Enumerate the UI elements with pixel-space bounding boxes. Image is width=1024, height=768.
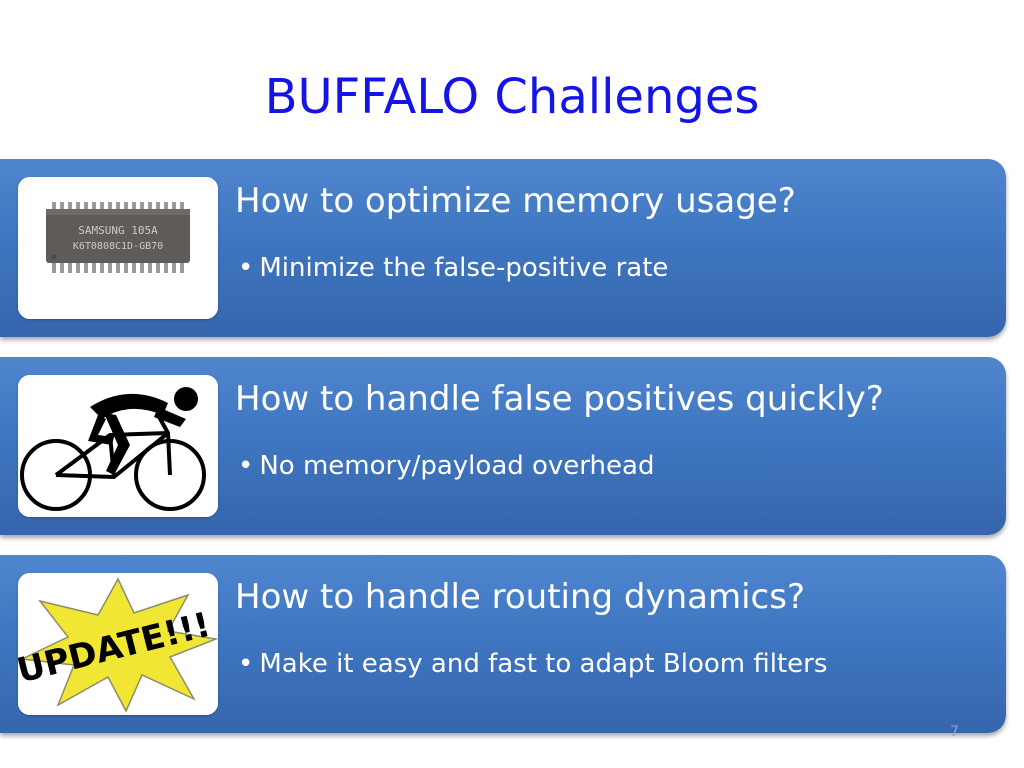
challenge-bullet: •No memory/payload overhead (238, 449, 654, 483)
page-number: 7 (950, 724, 959, 740)
cyclist-image (18, 375, 218, 517)
bullet-dot: • (238, 649, 254, 679)
challenge-panel-routing-dynamics: UPDATE!!! How to handle routing dynamics… (0, 555, 1006, 733)
challenge-panel-false-positives: How to handle false positives quickly? •… (0, 357, 1006, 535)
bullet-text: No memory/payload overhead (259, 451, 655, 481)
chip-label-line2: K6T0808C1D-GB70 (73, 241, 163, 252)
bullet-text: Minimize the false-positive rate (259, 253, 669, 283)
bullet-dot: • (238, 451, 254, 481)
challenge-panel-memory: SAMSUNG 105A K6T0808C1D-GB70 How to opti… (0, 159, 1006, 337)
update-image: UPDATE!!! (18, 573, 218, 715)
bullet-text: Make it easy and fast to adapt Bloom fil… (259, 649, 828, 679)
memory-chip-icon: SAMSUNG 105A K6T0808C1D-GB70 (18, 177, 218, 319)
challenge-bullet: •Make it easy and fast to adapt Bloom fi… (238, 647, 827, 681)
chip-label-line1: SAMSUNG 105A (78, 224, 158, 237)
challenge-heading: How to optimize memory usage? (235, 181, 796, 221)
memory-chip-image: SAMSUNG 105A K6T0808C1D-GB70 (18, 177, 218, 319)
bullet-dot: • (238, 253, 254, 283)
cyclist-icon (18, 375, 218, 517)
update-starburst-icon: UPDATE!!! (18, 573, 218, 715)
challenge-bullet: •Minimize the false-positive rate (238, 251, 668, 285)
slide-title: BUFFALO Challenges (264, 69, 760, 125)
challenge-heading: How to handle false positives quickly? (235, 379, 884, 419)
challenge-heading: How to handle routing dynamics? (235, 577, 806, 617)
